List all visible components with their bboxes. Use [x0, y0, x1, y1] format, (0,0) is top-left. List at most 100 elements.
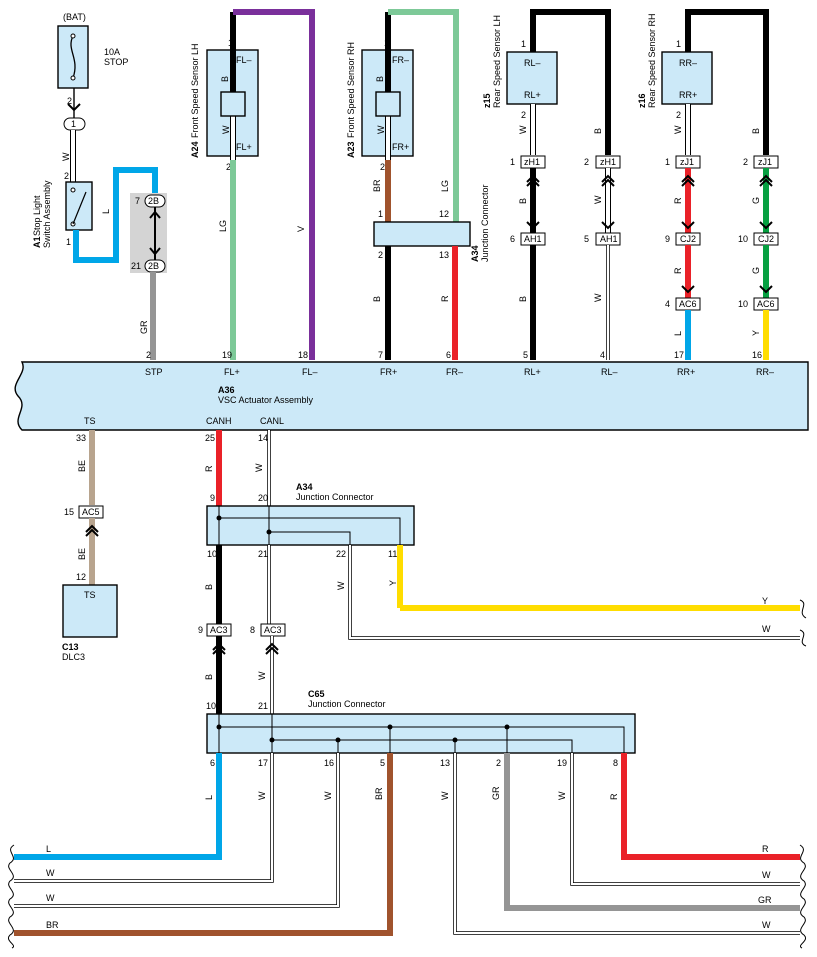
a34-mid-pin-b1: 10	[207, 549, 217, 559]
z15-wire-left-mid: B	[518, 198, 528, 204]
c65-pin: 13	[440, 758, 450, 768]
z16-code: z16	[637, 93, 647, 108]
z16-name: Rear Speed Sensor RH	[647, 13, 657, 108]
switch-icon	[70, 187, 87, 227]
a36-top-pin: 5	[523, 350, 528, 360]
a36-bot-term-ts: TS	[84, 416, 96, 426]
right-out-label: W	[762, 920, 771, 930]
a36-name: VSC Actuator Assembly	[218, 395, 314, 405]
a36-top-pin: 2	[146, 350, 151, 360]
c65-pin: 17	[258, 758, 268, 768]
a34-top-wire-left: B	[372, 296, 382, 302]
c2b-tag-bot-label: 2B	[148, 261, 159, 271]
z16-tag-left-label: zJ1	[680, 157, 694, 167]
connector-arrow-icon	[67, 103, 81, 112]
z16-tag2-right-pin: 10	[738, 234, 748, 244]
ts-wire1: BE	[77, 460, 87, 472]
connector-arrow-icon	[681, 285, 695, 294]
c65-pin: 8	[613, 758, 618, 768]
z16-b-loop	[685, 9, 769, 155]
a36-top-term: FR+	[380, 367, 397, 377]
c65-pin: 6	[210, 758, 215, 768]
z16-tag2-right-label: CJ2	[758, 234, 774, 244]
z16-wire-left-bot: L	[673, 331, 683, 336]
a23-coil-bot: W	[376, 125, 386, 134]
a24-wire-right: V	[296, 226, 306, 232]
z15-name: Rear Speed Sensor LH	[492, 15, 502, 108]
a24-coil-top: B	[220, 76, 230, 82]
a36-bot-pin-canh: 25	[205, 433, 215, 443]
a1-box	[65, 181, 93, 231]
a23-wire-right: LG	[440, 180, 450, 192]
out-r-wire	[621, 753, 800, 860]
a24-name: Front Speed Sensor LH	[190, 43, 200, 138]
a36-top-pin: 16	[752, 350, 762, 360]
a24-code: A24	[190, 141, 200, 158]
a24-term-bot: FL+	[236, 142, 252, 152]
a23-pin2: 2	[380, 162, 385, 172]
out-w1-wire	[14, 753, 273, 882]
c65-wire: W	[557, 791, 567, 800]
ac5-tag-pin: 15	[64, 507, 74, 517]
c2b-wire: GR	[139, 320, 149, 334]
z15-wire-right-top: B	[593, 128, 603, 134]
c13-term: TS	[84, 590, 96, 600]
z16-tag-right-pin: 2	[743, 157, 748, 167]
z16-term-bot: RR+	[679, 90, 697, 100]
a1-l-wire	[73, 167, 158, 263]
ac3-pin-right: 8	[250, 625, 255, 635]
a36-box	[14, 361, 809, 431]
a34-mid-wire-canl: W	[254, 463, 264, 472]
a23-name: Front Speed Sensor RH	[346, 42, 356, 138]
bat-label: (BAT)	[63, 12, 86, 22]
c65-bottom-pins: 6 17 16 5 13 2 19 8 L W W BR W GR W R	[204, 758, 619, 800]
z16-term-top: RR–	[679, 58, 697, 68]
z15-tag-right-label: zH1	[600, 157, 616, 167]
z15-tag2-left-pin: 6	[510, 234, 515, 244]
ac3-pin-left: 9	[198, 625, 203, 635]
a34-mid-wire-b3: W	[336, 581, 346, 590]
a36-bot-pin-ts: 33	[76, 433, 86, 443]
z16-tag2-left-label: CJ2	[680, 234, 696, 244]
a36-bot-pin-canl: 14	[258, 433, 268, 443]
a23-code: A23	[346, 141, 356, 158]
a34-mid-pin-b2: 21	[258, 549, 268, 559]
z15-tag2-left-label: AH1	[524, 234, 542, 244]
z15-wire-right-mid: W	[593, 195, 603, 204]
a34-top-wire-right: R	[440, 295, 450, 302]
z16-wire-left-mid: R	[673, 197, 683, 204]
a34-mid-wire-b4: Y	[388, 580, 398, 586]
right-out-label: W	[762, 870, 771, 880]
z16-wire-right-bot: Y	[751, 330, 761, 336]
c13-box	[62, 584, 118, 638]
right-out-label: R	[762, 844, 769, 854]
a34-mid-pin-tr: 20	[258, 493, 268, 503]
splice-dot-icon	[335, 737, 341, 743]
left-out-label: W	[46, 893, 55, 903]
z16-wire-left-mid2: R	[673, 267, 683, 274]
a23-lg-wire	[388, 9, 459, 222]
a36-top-term: FL+	[224, 367, 240, 377]
z15-box	[506, 51, 558, 105]
a36-top-term: RL+	[524, 367, 541, 377]
a36-top-term: STP	[145, 367, 163, 377]
sensor-coil-icon	[375, 91, 401, 117]
out-w4-wire	[571, 753, 800, 885]
ac3-tag-left-label: AC3	[210, 625, 228, 635]
a34-mid-pin-b3: 22	[336, 549, 346, 559]
splice-dot-icon	[504, 724, 510, 730]
a1-pin2: 2	[64, 171, 69, 181]
z15-b-loop	[530, 9, 611, 155]
c65-wire: W	[257, 791, 267, 800]
c65-pin-tr: 21	[258, 701, 268, 711]
a34-mid-wire-canh: R	[204, 465, 214, 472]
z16-tag3-left-label: AC6	[679, 299, 697, 309]
a34-mid-pin-tl: 9	[210, 493, 215, 503]
a36-top-pin: 6	[446, 350, 451, 360]
z15-tag2-right-pin: 5	[584, 234, 589, 244]
c2b-pin-bot: 21	[131, 261, 141, 271]
a23-term-top: FR–	[392, 55, 409, 65]
a23-term-bot: FR+	[392, 142, 409, 152]
z16-wire-right-mid2: G	[751, 267, 761, 274]
